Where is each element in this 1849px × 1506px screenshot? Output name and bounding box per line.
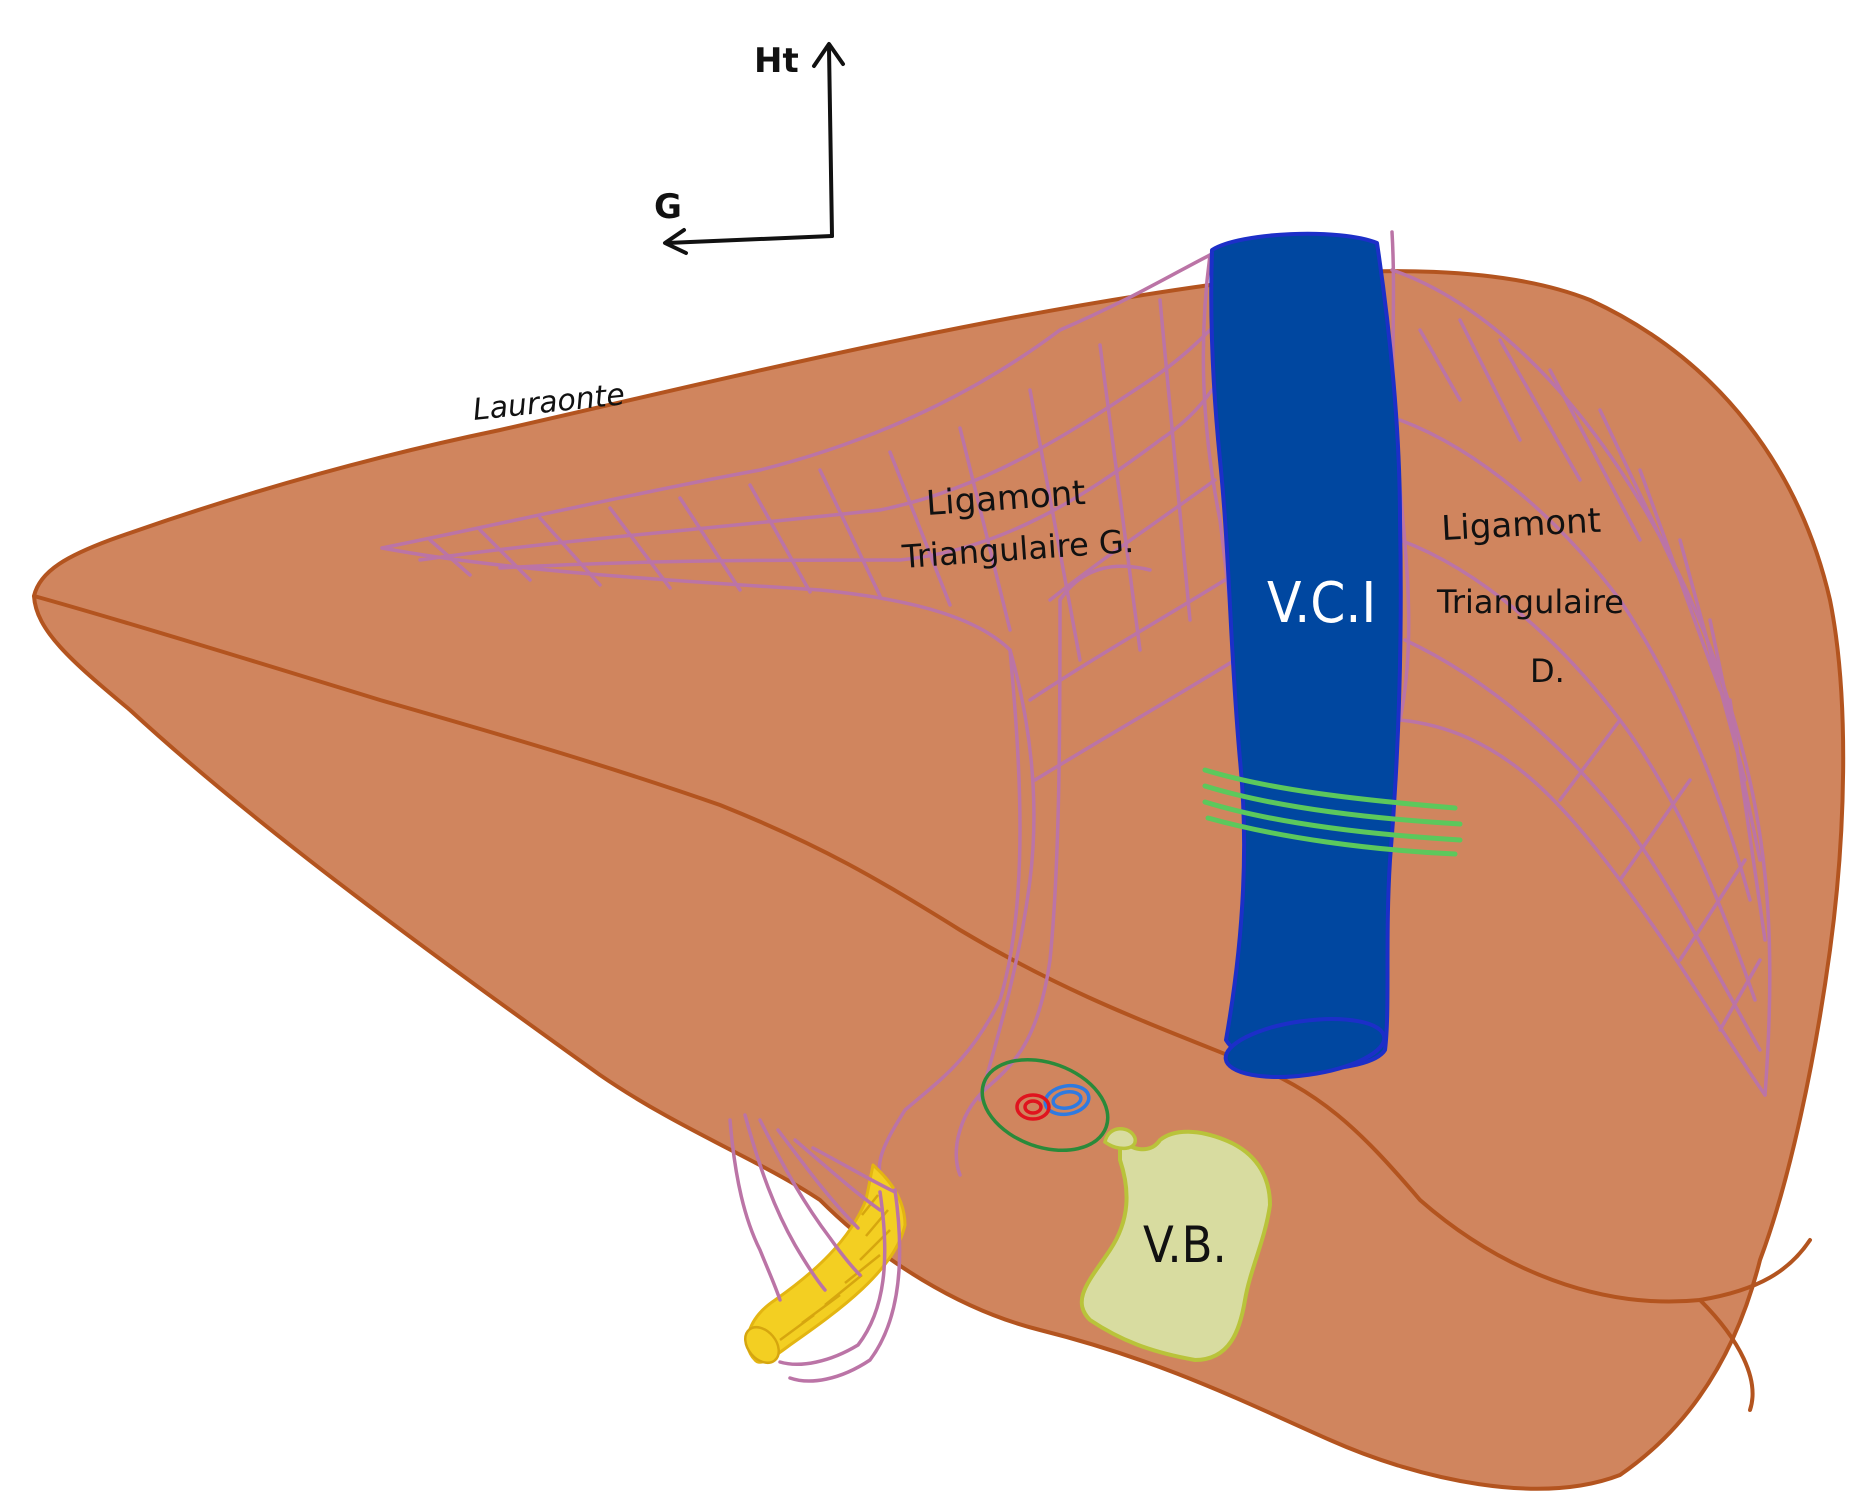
liver-body — [34, 271, 1843, 1489]
right-ligament-label-2: Triangulaire — [1436, 583, 1624, 621]
vci-label: V.C.I — [1267, 571, 1376, 636]
gallbladder-label: V.B. — [1143, 1216, 1227, 1274]
orientation-left-label: G — [654, 187, 682, 227]
left-arrow — [667, 236, 832, 243]
up-arrow — [829, 48, 832, 236]
orientation-up-label: Ht — [754, 41, 799, 81]
inferior-vena-cava — [1211, 234, 1400, 1086]
right-ligament-label-3: D. — [1530, 652, 1565, 690]
right-ligament-label-1: Ligamont — [1440, 501, 1601, 549]
